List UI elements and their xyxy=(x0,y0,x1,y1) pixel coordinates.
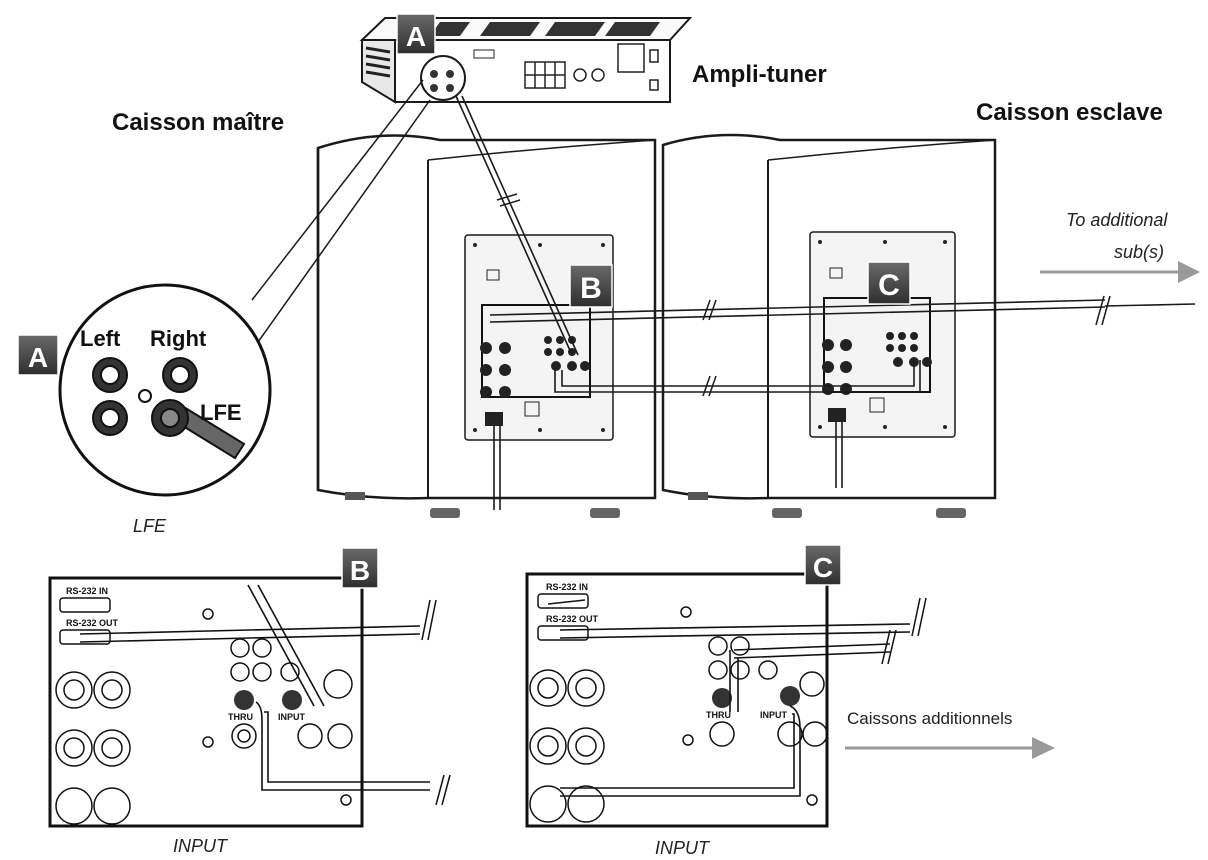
to-additional-label-line1: To additional xyxy=(1066,210,1168,230)
svg-text:B: B xyxy=(350,555,370,586)
lfe-zoom-left-label: Left xyxy=(80,326,121,351)
receiver-label: Ampli-tuner xyxy=(692,61,827,88)
detail-b-input: INPUT xyxy=(278,712,306,722)
svg-text:C: C xyxy=(878,269,900,302)
detail-b-rs232-out: RS-232 OUT xyxy=(66,618,119,628)
lfe-zoom-lfe-label: LFE xyxy=(200,400,242,425)
svg-text:C: C xyxy=(813,552,833,583)
lfe-zoom-source-ring xyxy=(421,56,465,100)
lfe-zoom-right-label: Right xyxy=(150,326,207,351)
detail-c-input-caption: INPUT xyxy=(655,838,711,858)
marker-c-detail: C xyxy=(805,545,841,585)
marker-a-zoom: A xyxy=(18,335,58,375)
marker-b-detail: B xyxy=(342,548,378,588)
svg-text:A: A xyxy=(28,342,48,373)
marker-b-main: B xyxy=(570,265,612,307)
marker-a-top: A xyxy=(397,14,435,54)
slave-sub-label: Caisson esclave xyxy=(976,99,1163,126)
detail-c-input: INPUT xyxy=(760,710,788,720)
detail-c-panel: RS-232 IN RS-232 OUT THRU INPUT xyxy=(527,574,926,826)
to-additional-arrow xyxy=(1040,261,1200,283)
svg-text:B: B xyxy=(580,272,602,305)
detail-b-rs232-in: RS-232 IN xyxy=(66,586,108,596)
detail-c-thru: THRU xyxy=(706,710,731,720)
lfe-caption: LFE xyxy=(133,516,167,536)
marker-c-main: C xyxy=(868,262,910,304)
detail-c-rs232-out: RS-232 OUT xyxy=(546,614,599,624)
to-additional-label-line2: sub(s) xyxy=(1114,242,1164,262)
additional-subs-label: Caissons additionnels xyxy=(847,709,1012,728)
detail-b-input-caption: INPUT xyxy=(173,836,229,856)
additional-subs-arrow xyxy=(845,737,1055,759)
detail-c-rs232-in: RS-232 IN xyxy=(546,582,588,592)
detail-b-panel: RS-232 IN RS-232 OUT THRU INPUT xyxy=(50,578,450,826)
master-subwoofer xyxy=(318,136,655,519)
detail-b-thru: THRU xyxy=(228,712,253,722)
master-sub-label: Caisson maître xyxy=(112,109,284,136)
svg-text:A: A xyxy=(406,21,426,52)
slave-subwoofer xyxy=(663,135,995,518)
